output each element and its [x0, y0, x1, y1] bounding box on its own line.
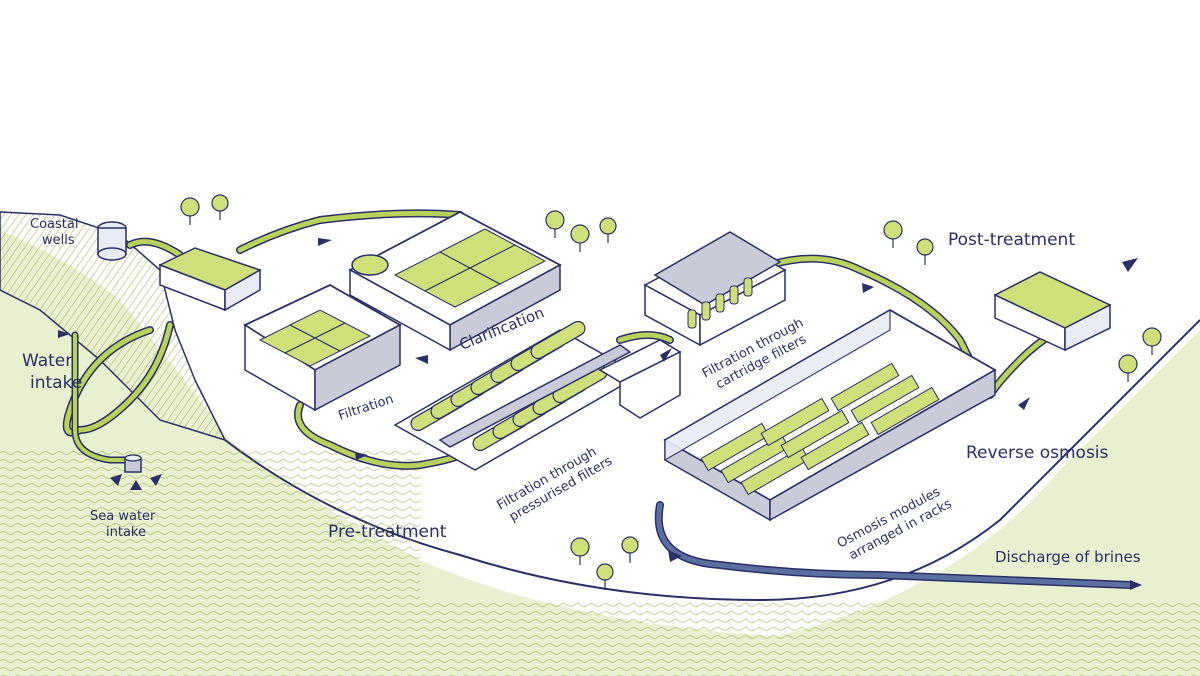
reverse-osmosis-building — [663, 308, 997, 522]
tree-icon — [596, 563, 614, 590]
tree-icon — [180, 197, 200, 225]
label-osmosis-modules: Osmosis modules arranged in racks — [835, 482, 955, 565]
label-post-treatment: Post-treatment — [948, 230, 1075, 250]
settling-basin — [158, 247, 262, 312]
coastal-well-tank — [97, 221, 127, 261]
arrow-icon — [110, 474, 122, 486]
tree-icon — [570, 224, 590, 252]
arrow-icon — [668, 550, 682, 562]
flow-arrows — [58, 238, 1138, 562]
sea-texture — [0, 450, 420, 676]
label-pre-treatment: Pre-treatment — [328, 522, 447, 542]
sea-texture-2 — [420, 600, 1200, 676]
label-sea-water-intake: Sea water intake — [90, 509, 160, 540]
filtration-building — [243, 283, 402, 412]
arrow-icon — [58, 330, 70, 338]
tree-icon — [570, 537, 590, 565]
arrow-icon — [1018, 397, 1030, 410]
tree-icon — [883, 220, 903, 248]
clarification-building — [348, 210, 562, 352]
tree-icon — [1118, 354, 1138, 382]
label-coastal-wells: Coastal wells — [30, 217, 83, 248]
cartridge-filter-building — [643, 231, 787, 347]
label-pressurised-filters: Filtration through pressurised filters — [495, 440, 616, 528]
label-reverse-osmosis: Reverse osmosis — [966, 443, 1109, 463]
main-water-pipe-fill — [64, 210, 1063, 469]
tree-icon — [599, 217, 617, 243]
tree-icon — [916, 238, 934, 265]
arrow-icon — [862, 283, 874, 293]
arrow-icon — [415, 355, 428, 364]
label-filtration: Filtration — [337, 392, 396, 424]
arrow-icon — [130, 480, 142, 490]
tree-icon — [211, 194, 229, 220]
tree-icon — [545, 210, 565, 238]
arrow-icon — [355, 452, 368, 460]
arrow-icon — [318, 238, 332, 246]
trees — [180, 194, 1162, 590]
tree-icon — [621, 536, 639, 563]
tree-icon — [1142, 327, 1162, 355]
arrow-icon — [660, 348, 672, 362]
post-treatment-basin — [993, 271, 1112, 352]
label-discharge-of-brines: Discharge of brines — [995, 548, 1141, 566]
arrow-icon — [1122, 258, 1138, 272]
sea-intake-head — [124, 454, 142, 473]
label-water-intake: Water intake — [22, 351, 82, 393]
pressurised-filters — [393, 320, 682, 471]
ground-right — [740, 330, 1200, 676]
brine-arrow-icon — [1130, 580, 1142, 590]
arrow-icon — [150, 474, 162, 486]
